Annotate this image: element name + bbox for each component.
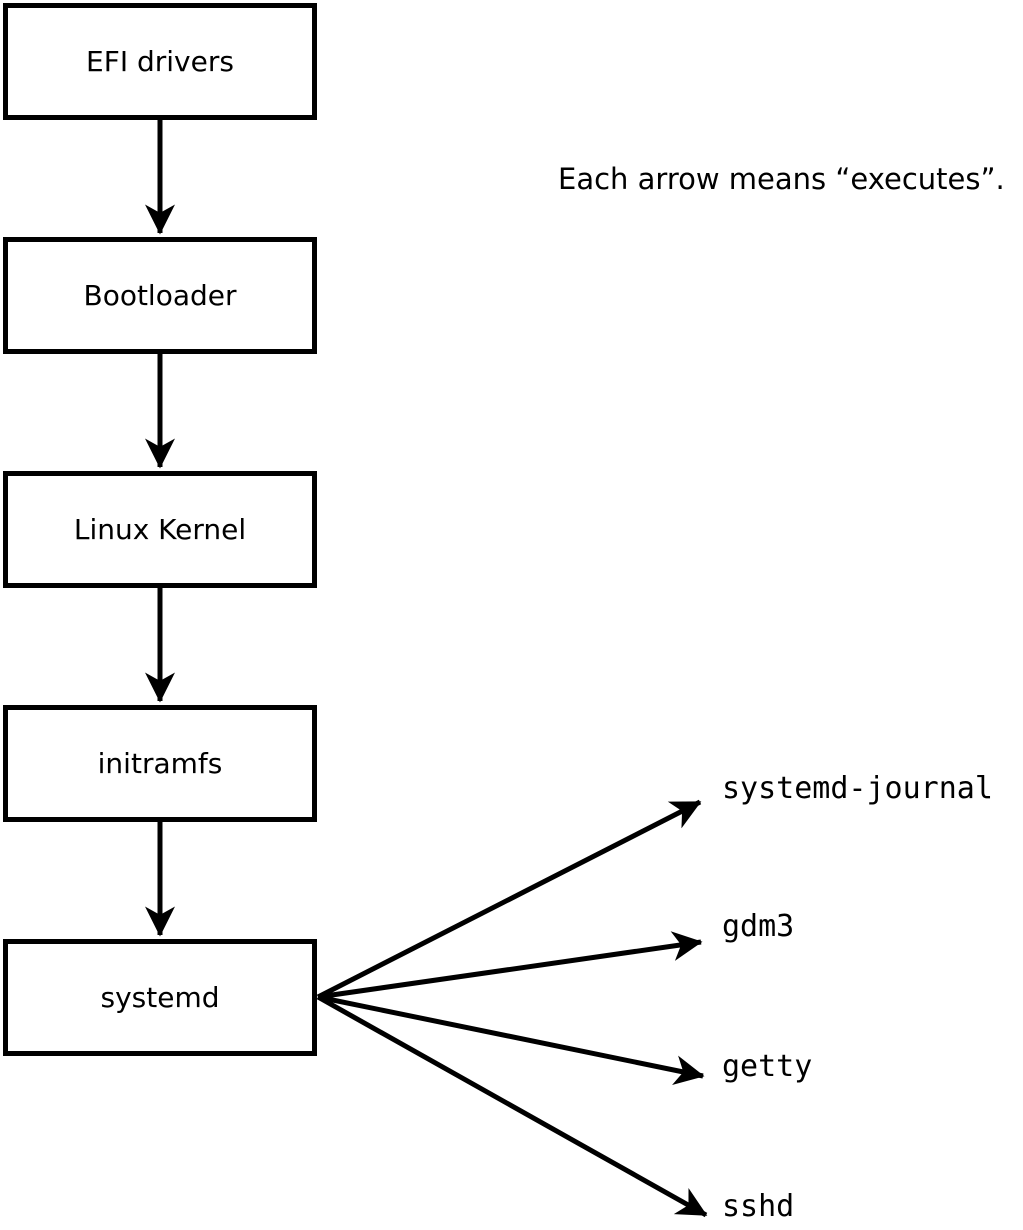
node-initramfs-label: initramfs bbox=[97, 746, 223, 780]
node-systemd: systemd bbox=[3, 939, 317, 1056]
annotation-arrow-meaning: Each arrow means “executes”. bbox=[558, 162, 1005, 196]
node-bootloader-label: Bootloader bbox=[83, 278, 237, 312]
label-gdm3: gdm3 bbox=[722, 909, 795, 944]
node-systemd-label: systemd bbox=[100, 980, 220, 1014]
node-initramfs: initramfs bbox=[3, 705, 317, 822]
label-sshd: sshd bbox=[722, 1189, 795, 1224]
label-systemd-journal: systemd-journal bbox=[722, 771, 993, 806]
node-linux-kernel-label: Linux Kernel bbox=[73, 512, 247, 546]
node-efi-drivers: EFI drivers bbox=[3, 3, 317, 120]
arrow-systemd-to-getty bbox=[317, 994, 705, 1085]
arrow-systemd-to-gdm3 bbox=[317, 931, 703, 1000]
node-bootloader: Bootloader bbox=[3, 237, 317, 354]
node-linux-kernel: Linux Kernel bbox=[3, 471, 317, 588]
arrow-systemd-to-sshd bbox=[316, 994, 708, 1218]
label-getty: getty bbox=[722, 1049, 813, 1084]
node-efi-drivers-label: EFI drivers bbox=[86, 44, 234, 78]
arrow-systemd-to-journal bbox=[316, 799, 702, 1000]
